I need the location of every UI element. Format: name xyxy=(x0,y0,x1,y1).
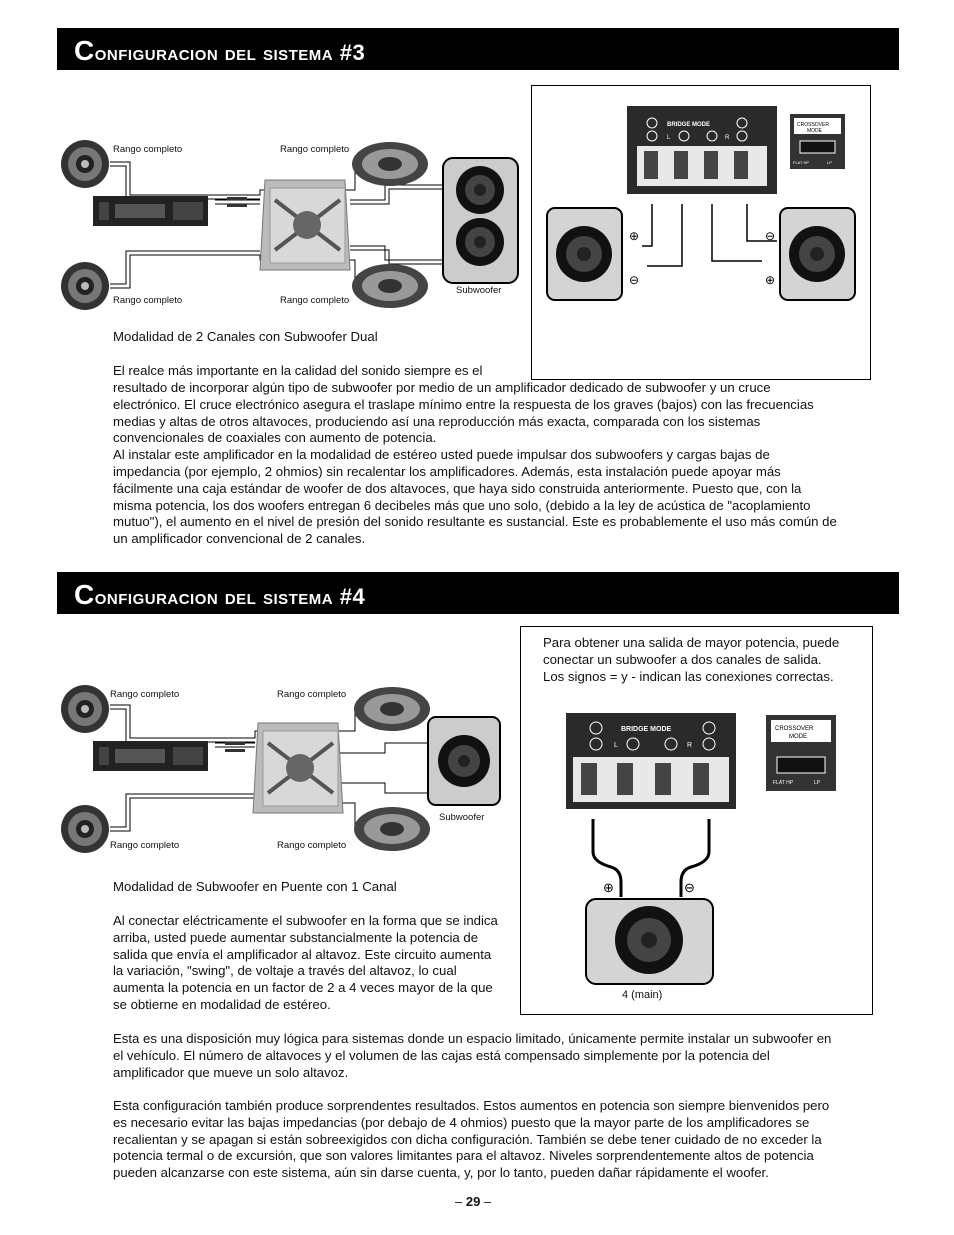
subwoofer-box-icon xyxy=(427,716,501,806)
oval-speaker-icon xyxy=(354,807,430,851)
svg-text:⊖: ⊖ xyxy=(765,229,775,243)
mode-heading-3: Modalidad de 2 Canales con Subwoofer Dua… xyxy=(113,329,378,344)
paragraph-4-3: Esta configuración también produce sorpr… xyxy=(113,1098,830,1181)
bridged-terminal-diagram: BRIDGE MODE L R CROSSOVER MODE FLAT HP L… xyxy=(566,713,836,985)
bridge-mode-label: BRIDGE MODE xyxy=(621,726,672,733)
svg-text:LP: LP xyxy=(814,780,821,786)
svg-text:R: R xyxy=(725,135,730,141)
bridge-wiring-box-3: BRIDGE MODE L R CROSSOVER MODE FLAT HP L… xyxy=(531,85,871,380)
svg-text:LP: LP xyxy=(827,160,832,165)
section-4-title: Configuracion del sistema #4 xyxy=(74,579,366,610)
head-unit-icon xyxy=(93,196,208,226)
label-full-range: Rango completo xyxy=(277,689,347,700)
label-subwoofer: Subwoofer xyxy=(456,285,502,296)
label-full-range: Rango completo xyxy=(113,295,183,306)
label-full-range: Rango completo xyxy=(113,144,183,155)
bridge-wiring-box-4: Para obtener una salida de mayor potenci… xyxy=(520,626,873,1015)
svg-text:FLAT HP: FLAT HP xyxy=(793,160,809,165)
speaker-icon xyxy=(61,140,109,188)
svg-text:FLAT HP: FLAT HP xyxy=(773,780,794,786)
amplifier-icon xyxy=(252,722,344,814)
speaker-icon xyxy=(61,805,109,853)
system-4-wiring-diagram xyxy=(61,685,501,853)
svg-text:L: L xyxy=(614,742,618,749)
svg-text:L: L xyxy=(667,135,671,141)
label-subwoofer: Subwoofer xyxy=(439,812,485,823)
subwoofer-caption: 4 (main) xyxy=(622,989,663,1001)
paragraph-3: resultado de incorporar algún tipo de su… xyxy=(113,380,837,547)
subwoofer-left-icon xyxy=(546,207,623,301)
section-3-header: Configuracion del sistema #3 xyxy=(57,28,899,70)
svg-text:⊖: ⊖ xyxy=(684,880,695,895)
svg-text:R: R xyxy=(687,742,692,749)
amplifier-icon xyxy=(259,179,351,271)
system-3-wiring-diagram xyxy=(61,140,519,310)
paragraph-3-first-line: El realce más importante en la calidad d… xyxy=(113,363,483,378)
label-full-range: Rango completo xyxy=(280,144,350,155)
svg-text:CROSSOVER: CROSSOVER xyxy=(797,122,829,128)
label-full-range: Rango completo xyxy=(277,840,347,851)
head-unit-icon xyxy=(93,741,208,771)
bridge-mode-label: BRIDGE MODE xyxy=(667,122,710,128)
dual-subwoofer-box-icon xyxy=(442,157,519,284)
section-3-title: Configuracion del sistema #3 xyxy=(74,35,366,66)
subwoofer-bridged-icon xyxy=(585,898,714,985)
speaker-icon xyxy=(61,685,109,733)
svg-text:CROSSOVER: CROSSOVER xyxy=(775,726,814,732)
svg-text:MODE: MODE xyxy=(807,128,823,134)
paragraph-4-1: Al conectar eléctricamente el subwoofer … xyxy=(113,913,498,1012)
oval-speaker-icon xyxy=(352,142,428,186)
svg-text:⊕: ⊕ xyxy=(603,880,614,895)
label-full-range: Rango completo xyxy=(110,689,180,700)
paragraph-4-2: Esta es una disposición muy lógica para … xyxy=(113,1031,832,1080)
svg-text:⊖: ⊖ xyxy=(629,273,639,287)
page-number: – 29 – xyxy=(455,1194,492,1209)
speaker-icon xyxy=(61,262,109,310)
subwoofer-right-icon xyxy=(779,207,856,301)
label-full-range: Rango completo xyxy=(280,295,350,306)
svg-text:⊕: ⊕ xyxy=(765,273,775,287)
mode-heading-4: Modalidad de Subwoofer en Puente con 1 C… xyxy=(113,879,397,894)
svg-text:⊕: ⊕ xyxy=(629,229,639,243)
bridge-instructions: Para obtener una salida de mayor potenci… xyxy=(543,635,840,684)
label-full-range: Rango completo xyxy=(110,840,180,851)
dual-sub-terminal-diagram: BRIDGE MODE L R CROSSOVER MODE FLAT HP L… xyxy=(546,106,856,301)
section-4-header: Configuracion del sistema #4 xyxy=(57,572,899,614)
svg-text:MODE: MODE xyxy=(789,734,807,740)
oval-speaker-icon xyxy=(352,264,428,308)
oval-speaker-icon xyxy=(354,687,430,731)
